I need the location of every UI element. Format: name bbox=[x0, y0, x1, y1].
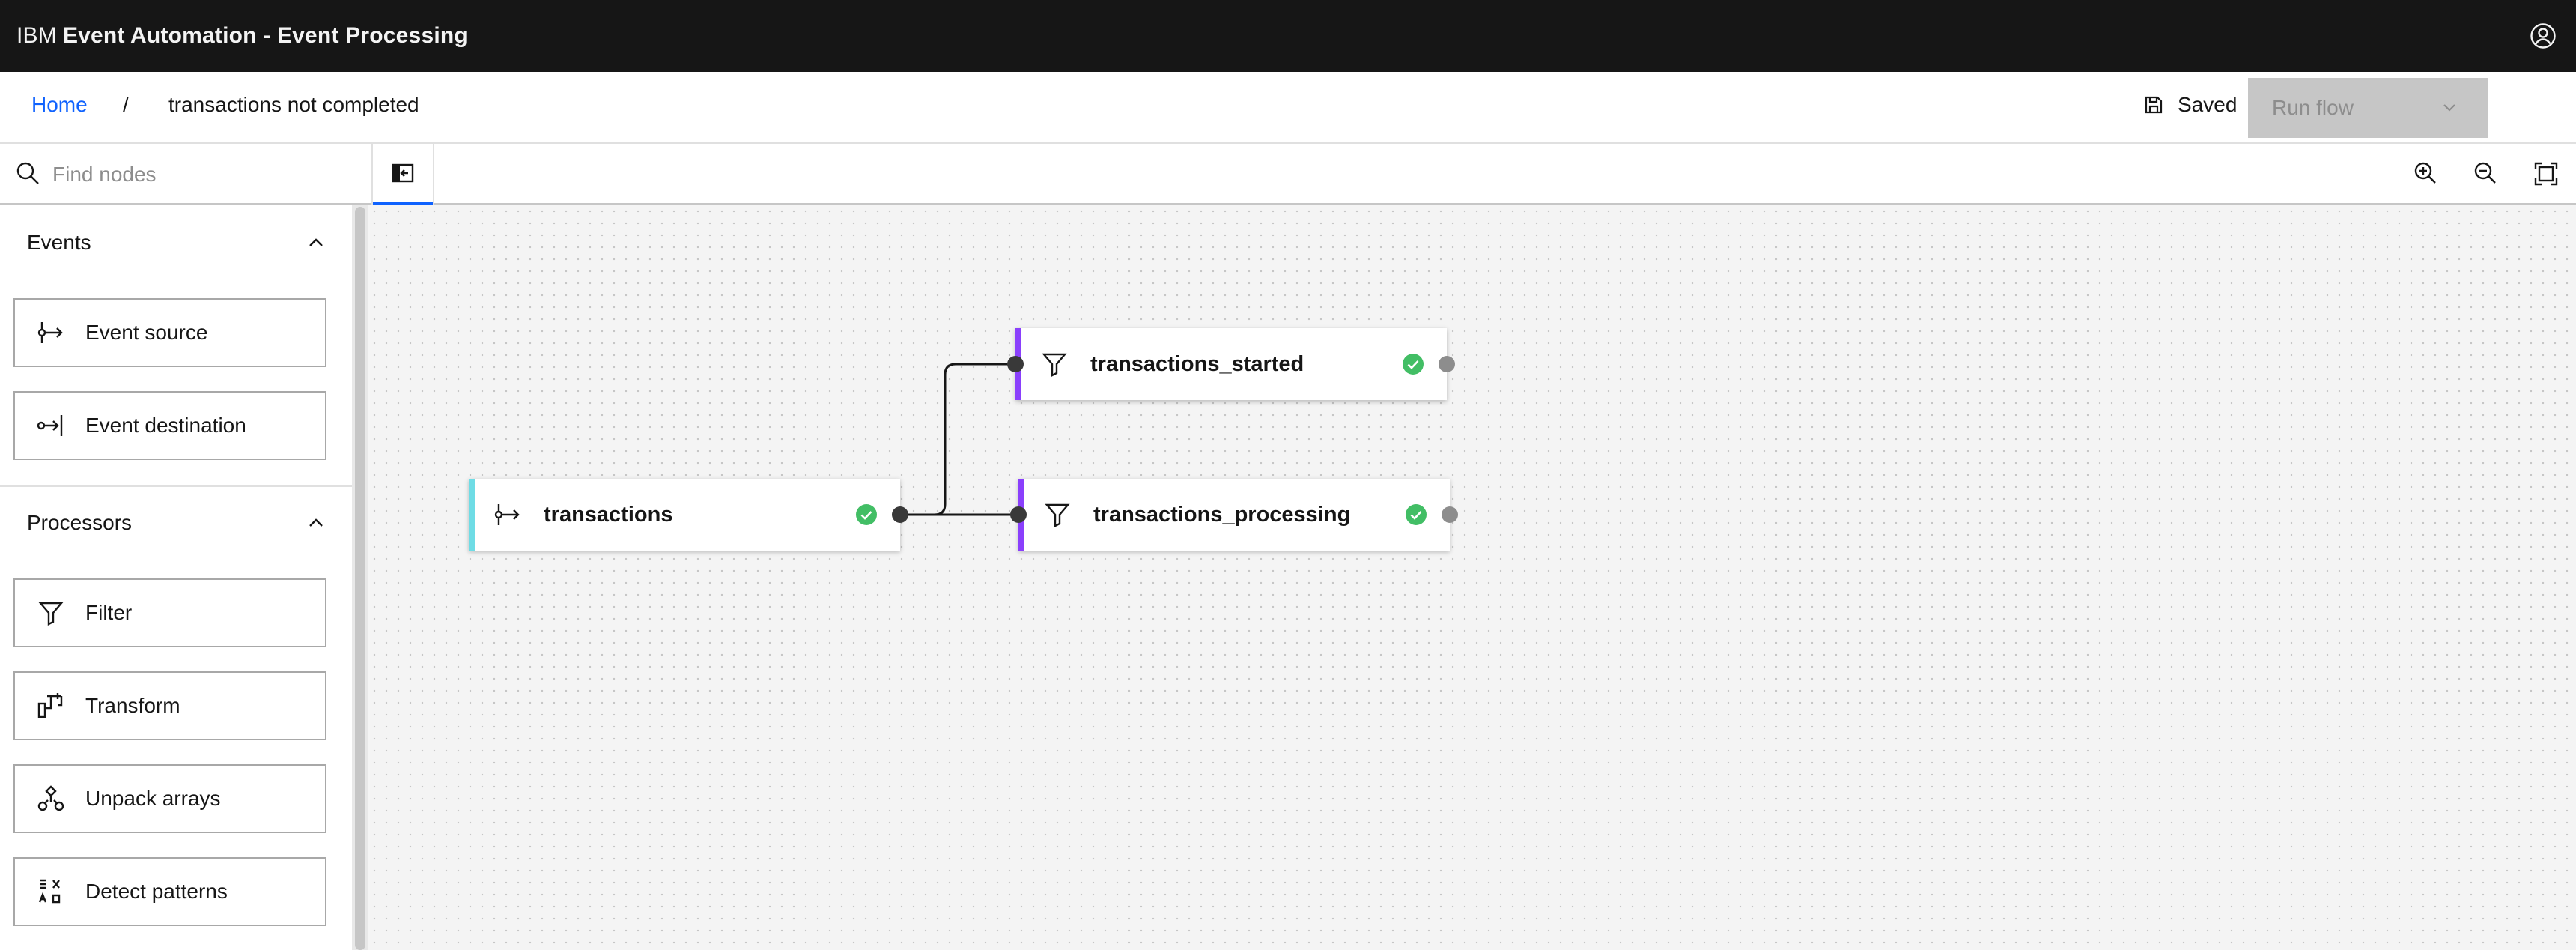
output-port[interactable] bbox=[1439, 356, 1455, 372]
palette-item-event-source[interactable]: Event source bbox=[13, 298, 326, 367]
chevron-down-icon[interactable] bbox=[2440, 97, 2459, 117]
filter-icon bbox=[1038, 348, 1071, 381]
breadcrumb-separator: / bbox=[123, 93, 129, 116]
palette-item-event-destination[interactable]: Event destination bbox=[13, 391, 326, 460]
section-divider bbox=[0, 485, 352, 487]
palette-item-transform[interactable]: Transform bbox=[13, 671, 326, 740]
run-flow-label: Run flow bbox=[2272, 96, 2354, 119]
top-header: IBM Event Automation - Event Processing bbox=[0, 0, 2576, 72]
palette-item-detect-patterns[interactable]: Detect patterns bbox=[13, 857, 326, 926]
palette-item-label: Event source bbox=[85, 321, 208, 344]
flow-canvas[interactable] bbox=[368, 205, 2576, 950]
event-destination-icon bbox=[34, 409, 67, 442]
breadcrumb-current: transactions not completed bbox=[168, 93, 419, 116]
input-port[interactable] bbox=[1010, 506, 1027, 523]
unpack-arrays-icon bbox=[34, 782, 67, 815]
flow-node-transactions-processing[interactable]: transactions_processing bbox=[1018, 479, 1450, 551]
event-source-icon bbox=[34, 316, 67, 349]
output-port[interactable] bbox=[1442, 506, 1458, 523]
palette-toggle-button[interactable] bbox=[373, 144, 433, 205]
node-label: transactions_processing bbox=[1093, 502, 1351, 527]
fit-to-screen-icon[interactable] bbox=[2530, 157, 2563, 190]
toolbar-divider bbox=[371, 144, 373, 205]
palette-item-filter[interactable]: Filter bbox=[13, 578, 326, 647]
checkmark-ok-icon bbox=[1403, 354, 1424, 375]
checkmark-ok-icon bbox=[1406, 504, 1427, 525]
filter-icon bbox=[34, 596, 67, 629]
filter-icon bbox=[1041, 498, 1074, 531]
palette-item-label: Filter bbox=[85, 601, 133, 624]
palette-item-unpack-arrays[interactable]: Unpack arrays bbox=[13, 764, 326, 833]
zoom-in-icon[interactable] bbox=[2410, 157, 2443, 190]
node-label: transactions bbox=[544, 502, 673, 527]
palette-item-label: Detect patterns bbox=[85, 880, 228, 903]
save-icon bbox=[2145, 96, 2163, 114]
section-title: Events bbox=[27, 231, 91, 254]
flow-node-transactions-started[interactable]: transactions_started bbox=[1015, 328, 1447, 400]
brand-product: Event Automation - Event Processing bbox=[62, 23, 468, 48]
run-flow-button[interactable]: Run flow bbox=[2248, 78, 2488, 138]
side-panel-close-icon bbox=[392, 163, 414, 182]
node-palette: Events Event source Event destination Pr… bbox=[0, 205, 352, 950]
palette-item-label: Event destination bbox=[85, 414, 246, 437]
checkmark-ok-icon bbox=[856, 504, 877, 525]
canvas-toolbar bbox=[0, 144, 2576, 205]
event-source-icon bbox=[491, 498, 524, 531]
brand-prefix: IBM bbox=[16, 23, 57, 48]
palette-scrollbar-thumb[interactable] bbox=[355, 207, 365, 950]
node-accent-bar bbox=[469, 479, 475, 551]
palette-item-label: Transform bbox=[85, 694, 180, 717]
user-avatar-button[interactable] bbox=[2527, 19, 2560, 52]
section-title: Processors bbox=[27, 511, 133, 534]
save-status: Saved bbox=[2143, 93, 2237, 117]
node-label: transactions_started bbox=[1090, 351, 1304, 376]
palette-item-label: Unpack arrays bbox=[85, 787, 221, 810]
chevron-up-icon[interactable] bbox=[307, 515, 325, 530]
section-header-events[interactable]: Events bbox=[0, 205, 352, 280]
flow-node-transactions[interactable]: transactions bbox=[469, 479, 900, 551]
find-nodes-input[interactable] bbox=[52, 154, 359, 195]
search-icon bbox=[16, 162, 39, 184]
breadcrumb-bar: Home / transactions not completed Saved bbox=[0, 72, 2576, 189]
toolbar-divider bbox=[433, 144, 434, 205]
detect-patterns-icon bbox=[34, 875, 67, 908]
zoom-out-icon[interactable] bbox=[2470, 157, 2503, 190]
output-port[interactable] bbox=[892, 506, 908, 523]
input-port[interactable] bbox=[1007, 356, 1024, 372]
breadcrumb-home-link[interactable]: Home bbox=[31, 93, 88, 116]
saved-label: Saved bbox=[2178, 93, 2238, 116]
product-name[interactable]: IBM Event Automation - Event Processing bbox=[16, 0, 468, 72]
chevron-up-icon[interactable] bbox=[307, 235, 325, 250]
user-avatar-icon bbox=[2530, 23, 2556, 49]
section-header-processors[interactable]: Processors bbox=[0, 485, 352, 560]
transform-icon bbox=[34, 689, 67, 722]
